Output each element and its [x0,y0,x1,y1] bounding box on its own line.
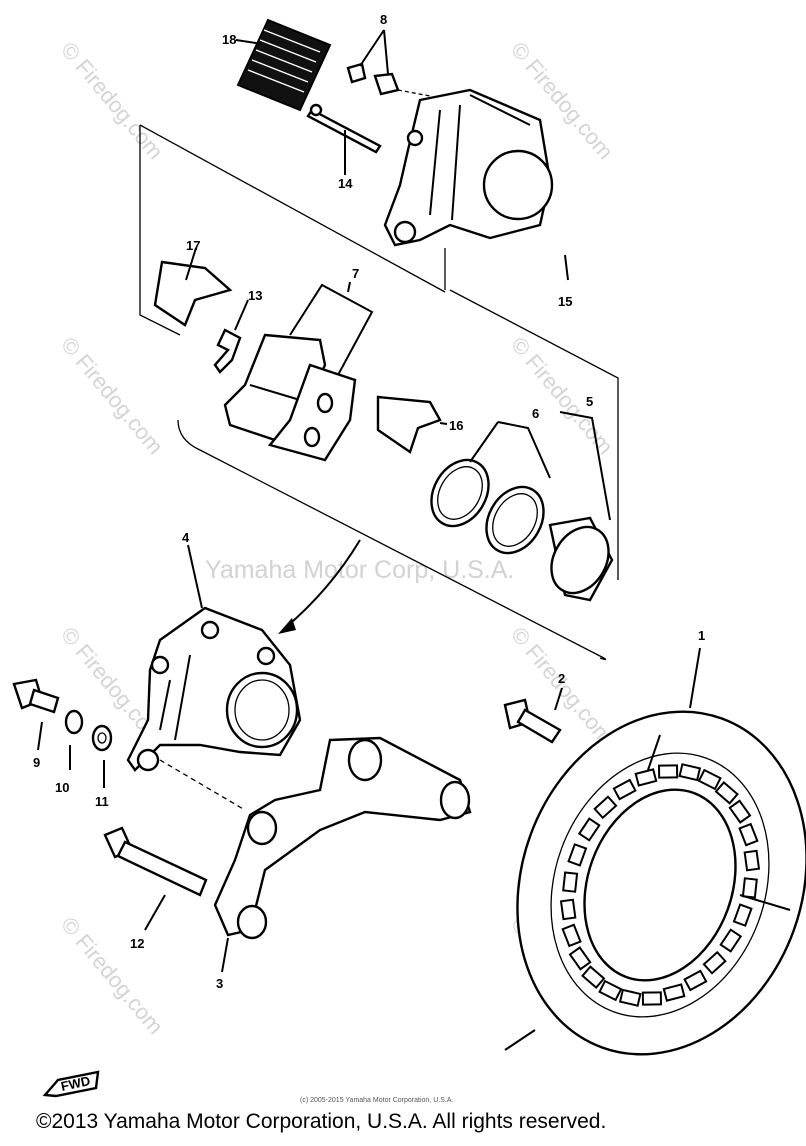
label-15: 15 [558,294,572,309]
label-18: 18 [222,32,236,47]
disc-slot [662,983,686,1002]
disc-slot [719,928,743,953]
label-17: 17 [186,238,200,253]
fwd-mark: FWD [42,1070,100,1098]
part-1-disc [504,647,806,1056]
watermark-center: Yamaha Motor Corp, U.S.A. [205,556,514,584]
disc-slot [562,871,579,893]
assembly-arrow [278,539,361,634]
part-13-clip [213,299,249,374]
part-8-bleeder [346,29,431,97]
disc-slot [743,849,761,872]
part-4-caliper [126,544,302,811]
disc-slot [568,946,592,971]
watermark-4: © Firedog.com [506,332,618,459]
disc-slot [634,768,658,787]
disc-slot [593,795,618,820]
label-11: 11 [95,794,109,809]
label-6: 6 [532,406,539,421]
label-5: 5 [586,394,593,409]
disc-slot [683,969,708,992]
part-10-washer [64,709,84,770]
small-copyright: (c) 2005-2015 Yamaha Motor Corporation, … [300,1097,453,1104]
label-4: 4 [182,530,190,545]
part-9-bolt [12,678,60,751]
label-2: 2 [558,671,565,686]
disc-slot [741,877,758,899]
part-5-piston [548,411,614,602]
disc-slot [618,988,642,1007]
exploded-group-outline [139,124,619,661]
part-6-seals [430,421,551,555]
label-9: 9 [33,755,40,770]
part-labels: 1 2 3 4 5 6 7 8 9 10 11 12 13 14 15 16 1… [33,12,705,991]
watermark-1: © Firedog.com [56,37,168,164]
watermark-3: © Firedog.com [56,332,168,459]
label-7: 7 [352,266,359,281]
disc-slots [559,763,761,1007]
watermark-7: © Firedog.com [56,912,168,1039]
disc-slot [577,817,601,842]
disc-slot [678,763,702,782]
disc-slot [714,781,739,805]
part-2-bolt [503,687,563,744]
label-13: 13 [248,288,262,303]
part-17-shim [153,247,233,327]
disc-slot [697,768,722,791]
label-12: 12 [130,936,144,951]
fwd-label: FWD [60,1073,92,1094]
disc-slot [702,950,727,975]
footer-copyright: ©2013 Yamaha Motor Corporation, U.S.A. A… [36,1110,607,1133]
disc-slot [581,965,606,989]
disc-slot [567,843,588,867]
part-3-bracket [213,736,472,973]
label-10: 10 [55,780,69,795]
part-16-shim [376,395,448,454]
disc-slot [641,991,663,1006]
part-7-pads [223,281,374,462]
label-8: 8 [380,12,387,27]
disc-slot [598,979,623,1002]
disc-slot [738,822,759,847]
disc-slot [612,778,637,801]
label-14: 14 [338,176,353,191]
disc-slot [559,898,577,921]
label-16: 16 [449,418,463,433]
disc-slot [657,764,679,779]
part-11-washer [91,724,113,788]
disc-slot [732,903,753,927]
disc-slot [728,799,752,824]
part-15-caliper [383,88,569,281]
part-14-pin [306,103,382,175]
label-3: 3 [216,976,223,991]
part-18-pad [235,18,332,112]
part-12-bolt [103,826,208,931]
label-1: 1 [698,628,705,643]
disc-slot [561,923,582,948]
